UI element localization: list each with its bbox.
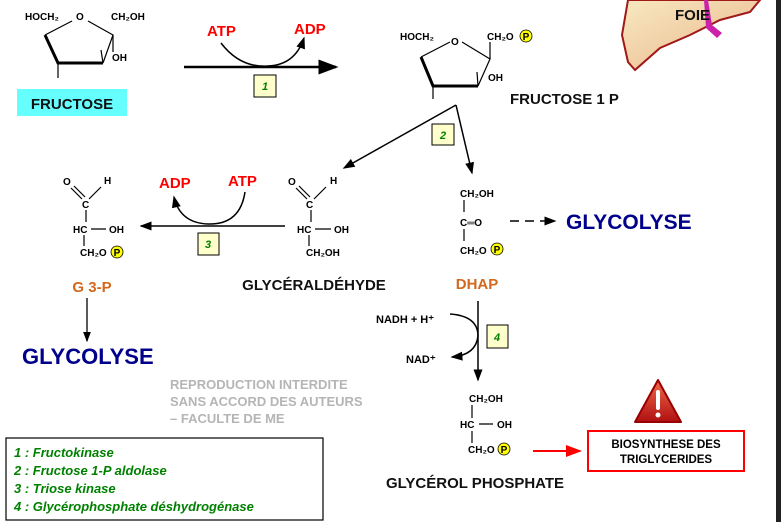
legend-item-2: 2 : Fructose 1-P aldolase (13, 463, 167, 478)
biosynthese-line2: TRIGLYCERIDES (620, 454, 713, 466)
f1p-p: P (523, 32, 530, 43)
f1p-oh: OH (488, 73, 503, 84)
step1-number: 1 (262, 81, 268, 93)
ga-ch2oh: CH₂OH (306, 248, 340, 259)
g3p-c: C (82, 200, 89, 211)
step4-cofactor-curve (449, 313, 479, 361)
ga-oh: OH (334, 225, 349, 236)
right-border (776, 0, 781, 522)
f1p-c1: CH₂O (487, 32, 514, 43)
step4-badge (486, 324, 509, 349)
phosphate-icon (110, 245, 124, 259)
fructose-label: FRUCTOSE (31, 96, 113, 113)
step1-cofactor-curve (220, 36, 305, 67)
glycerol-phosphate-structure: CH₂OH HC OH CH₂O P (460, 394, 512, 456)
dhap-ch2oh: CH₂OH (460, 189, 494, 200)
legend-item-4: 4 : Glycérophosphate déshydrogénase (13, 499, 254, 514)
step3-number: 3 (205, 239, 211, 251)
fructose-oh: OH (112, 53, 127, 64)
legend-item-3: 3 : Triose kinase (14, 481, 116, 496)
phosphate-icon (490, 242, 504, 256)
ga-hc: HC (297, 225, 311, 236)
step3-adp: ADP (159, 175, 191, 192)
step2-badge (431, 123, 455, 146)
biosynthese-box (587, 430, 745, 472)
step4-nad: NAD⁺ (406, 354, 436, 366)
step2-arrow-to-glyceraldehyde (342, 104, 457, 169)
step4-number: 4 (493, 332, 500, 344)
glyceraldehyde-label: GLYCÉRALDÉHYDE (242, 277, 386, 294)
liver-illustration: FOIE (620, 0, 762, 72)
gp-p: P (501, 445, 508, 456)
g3p-h: H (104, 176, 111, 187)
legend-item-1: 1 : Fructokinase (14, 445, 114, 460)
ga-c: C (306, 200, 313, 211)
gp-ch2oh: CH₂OH (469, 394, 503, 405)
liver-label: FOIE (675, 7, 710, 24)
fructose-c1: CH₂OH (111, 12, 145, 23)
glyceraldehyde-structure: O H C HC OH CH₂OH (288, 176, 349, 259)
gp-oh: OH (497, 420, 512, 431)
fructose-structure: HOCH₂ O CH₂OH OH (25, 12, 145, 78)
step2-number: 2 (439, 130, 446, 142)
g3p-hc: HC (73, 225, 87, 236)
step4-nadh: NADH + H⁺ (376, 314, 434, 326)
step2-arrow-to-dhap (455, 104, 474, 175)
f1p-c6: HOCH₂ (400, 32, 434, 43)
step1-badge (253, 74, 277, 98)
gp-hc: HC (460, 420, 474, 431)
dhap-structure: CH₂OH C═O CH₂O P (460, 189, 504, 257)
enzyme-legend-box (5, 437, 324, 521)
glycerol-phosphate-label: GLYCÉROL PHOSPHATE (386, 475, 564, 492)
watermark: REPRODUCTION INTERDITE SANS ACCORD DES A… (170, 377, 363, 426)
warning-icon (634, 379, 682, 423)
g3p-structure: O H C HC OH CH₂O P (63, 176, 124, 259)
step3-atp: ATP (228, 173, 257, 190)
dhap-co: C═O (460, 218, 482, 229)
fructose-1p-label: FRUCTOSE 1 P (510, 91, 619, 108)
fructose-label-box (17, 89, 127, 116)
step1-atp: ATP (207, 23, 236, 40)
dhap-ch2o: CH₂O (460, 246, 487, 257)
phosphate-icon (519, 29, 533, 43)
glycolyse-label-right: GLYCOLYSE (566, 211, 692, 234)
g3p-oh: OH (109, 225, 124, 236)
g3p-p: P (114, 248, 121, 259)
f1p-ring-o: O (451, 37, 459, 48)
gp-ch2o: CH₂O (468, 445, 495, 456)
biosynthese-line1: BIOSYNTHESE DES (611, 439, 721, 451)
step1-adp: ADP (294, 21, 326, 38)
g3p-label: G 3-P (72, 279, 111, 296)
ga-h: H (330, 176, 337, 187)
fructose-c6: HOCH₂ (25, 12, 59, 23)
ga-o: O (288, 177, 296, 188)
dhap-p: P (494, 245, 501, 256)
phosphate-icon (497, 442, 511, 456)
g3p-o: O (63, 177, 71, 188)
fructose-1p-structure: HOCH₂ O CH₂O P OH (400, 29, 533, 99)
g3p-ch2o: CH₂O (80, 248, 107, 259)
glycolyse-label-left: GLYCOLYSE (22, 344, 154, 369)
step3-cofactor-curve (171, 191, 246, 225)
step3-badge (197, 232, 220, 256)
dhap-label: DHAP (456, 276, 499, 293)
fructose-ring-o: O (76, 12, 84, 23)
